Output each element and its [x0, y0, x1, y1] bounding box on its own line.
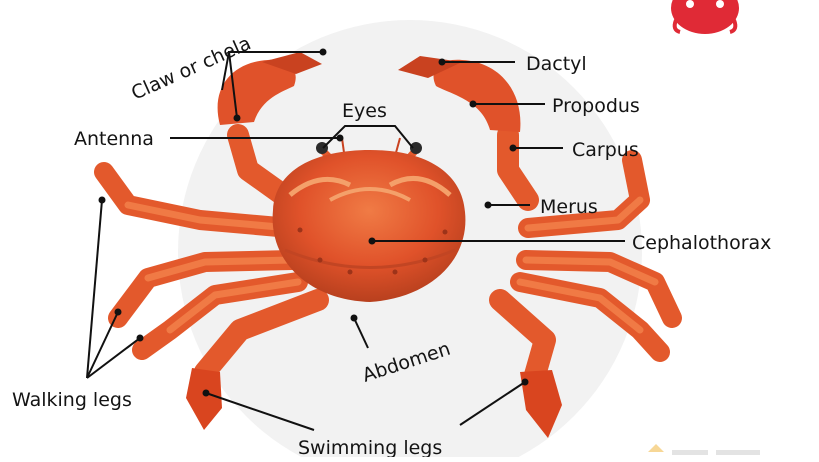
label-carpus: Carpus: [572, 139, 639, 161]
corner-watermark: [648, 444, 760, 455]
label-dactyl: Dactyl: [526, 53, 587, 75]
walking-legs-line-3: [87, 338, 140, 378]
label-propodus: Propodus: [552, 95, 640, 117]
label-eyes: Eyes: [342, 100, 387, 122]
label-antenna: Antenna: [74, 128, 154, 150]
label-swimming-legs: Swimming legs: [298, 437, 442, 457]
label-cephalothorax: Cephalothorax: [632, 232, 771, 254]
label-merus: Merus: [540, 196, 598, 218]
corner-crab-logo: [671, 0, 739, 34]
label-walking-legs: Walking legs: [12, 389, 132, 411]
swimming-paddle-left: [186, 368, 222, 430]
